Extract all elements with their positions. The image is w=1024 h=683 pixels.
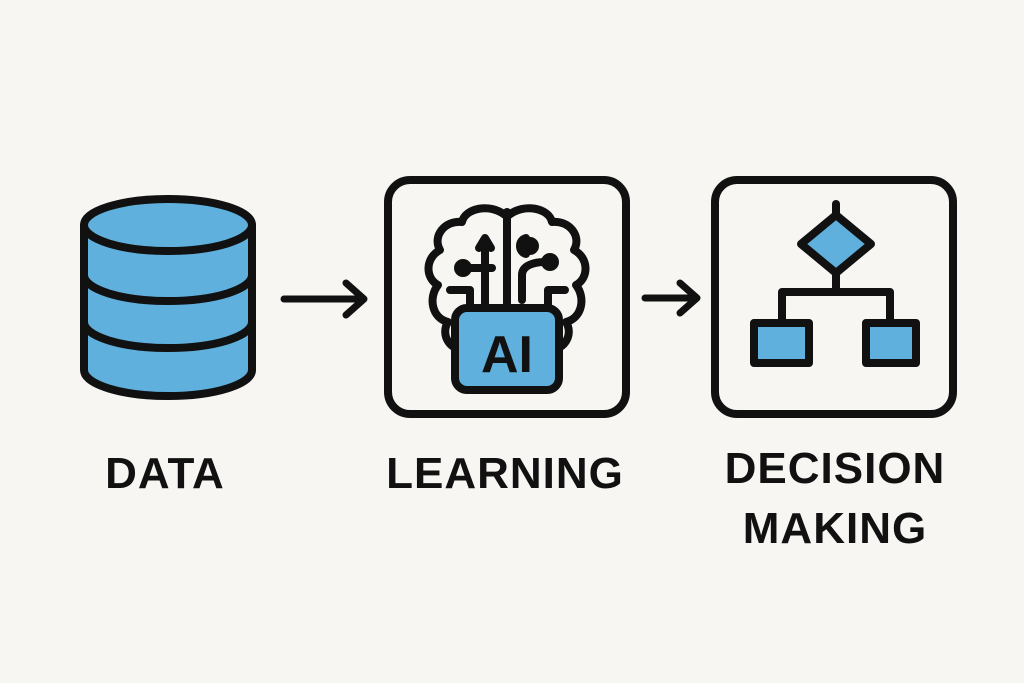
decision-tree-icon [750, 200, 920, 367]
arrow-right-icon [280, 279, 368, 319]
ai-badge [451, 304, 563, 394]
decision-box [711, 176, 957, 418]
brain-icon [424, 204, 590, 355]
step-label-learning: LEARNING [386, 449, 624, 498]
arrow-right-icon [641, 279, 701, 317]
ai-badge-text: AI [481, 326, 533, 384]
step-label-data: DATA [105, 449, 225, 498]
learning-box [384, 176, 630, 418]
step-label-making: MAKING [742, 504, 928, 553]
database-icon [80, 195, 256, 400]
step-label-decision: DECISION [724, 444, 946, 493]
